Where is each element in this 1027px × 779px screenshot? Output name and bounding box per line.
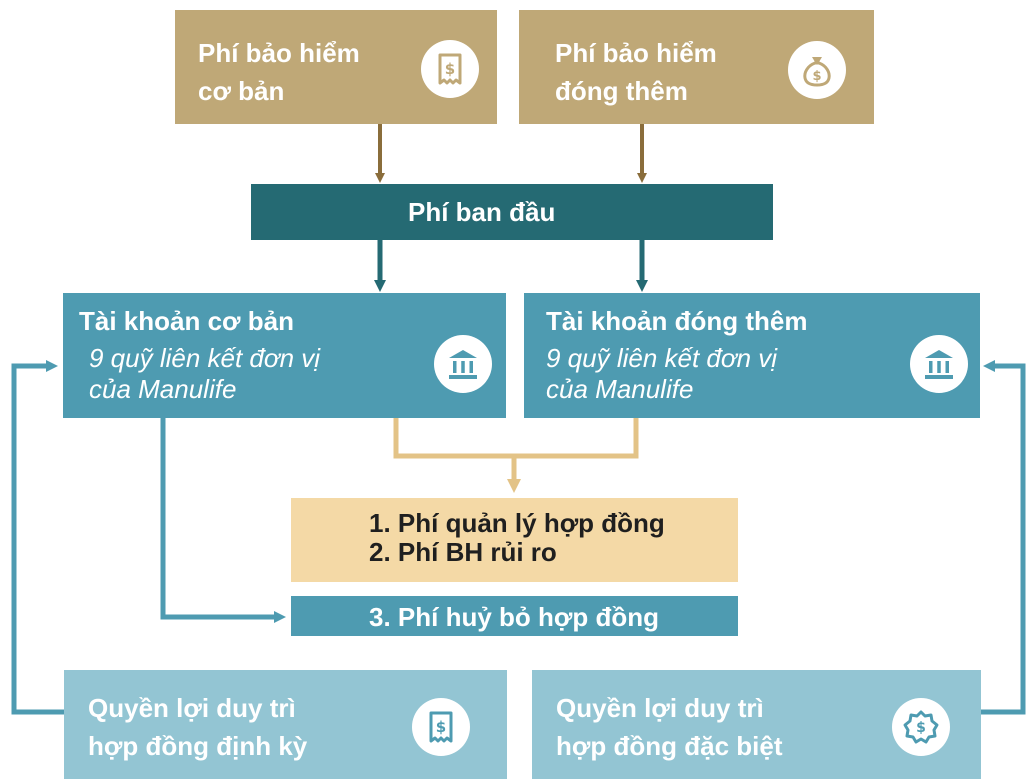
topup-account-title: Tài khoản đóng thêm xyxy=(546,306,808,336)
svg-text:$: $ xyxy=(436,718,446,736)
money-bag-icon: $ xyxy=(788,41,846,99)
badge-dollar-icon: $ xyxy=(892,698,950,756)
initial-fee-label: Phí ban đầu xyxy=(408,197,556,227)
periodic-benefit-box: Quyền lợi duy trì hợp đồng định kỳ $ xyxy=(64,670,507,779)
special-benefit-label: Quyền lợi duy trì hợp đồng đặc biệt xyxy=(556,693,783,761)
surrender-fee-box: 3. Phí huỷ bỏ hợp đồng xyxy=(291,596,738,636)
fees-box: 1. Phí quản lý hợp đồng 2. Phí BH rủi ro xyxy=(291,498,738,582)
special-benefit-box: Quyền lợi duy trì hợp đồng đặc biệt $ xyxy=(532,670,981,779)
receipt-dollar-icon: $ xyxy=(412,698,470,756)
fee-risk-insurance: 2. Phí BH rủi ro xyxy=(369,537,557,567)
fee-contract-management: 1. Phí quản lý hợp đồng xyxy=(369,508,665,538)
topup-premium-label: Phí bảo hiểm đóng thêm xyxy=(555,38,717,106)
arrow-accounts-to-fees xyxy=(393,418,639,486)
fee-surrender: 3. Phí huỷ bỏ hợp đồng xyxy=(369,602,660,632)
basic-account-box: Tài khoản cơ bản 9 quỹ liên kết đơn vị c… xyxy=(63,293,506,418)
periodic-benefit-label: Quyền lợi duy trì hợp đồng định kỳ xyxy=(88,693,308,761)
initial-fee-box: Phí ban đầu xyxy=(251,184,773,240)
bank-icon xyxy=(434,335,492,393)
bank-icon xyxy=(910,335,968,393)
basic-premium-label: Phí bảo hiểm cơ bản xyxy=(198,38,360,106)
arrow-periodic-benefit-to-basic-account xyxy=(11,360,64,715)
arrow-special-benefit-to-topup-account xyxy=(981,360,1026,715)
topup-account-subtitle: 9 quỹ liên kết đơn vị của Manulife xyxy=(546,343,778,404)
topup-premium-box: Phí bảo hiểm đóng thêm $ xyxy=(519,10,874,124)
svg-text:$: $ xyxy=(445,60,455,78)
basic-account-title: Tài khoản cơ bản xyxy=(79,306,294,336)
topup-account-box: Tài khoản đóng thêm 9 quỹ liên kết đơn v… xyxy=(524,293,980,418)
receipt-dollar-icon: $ xyxy=(421,40,479,98)
basic-account-subtitle: 9 quỹ liên kết đơn vị của Manulife xyxy=(89,343,321,404)
svg-text:$: $ xyxy=(812,69,821,84)
basic-premium-box: Phí bảo hiểm cơ bản $ xyxy=(175,10,497,124)
svg-text:$: $ xyxy=(916,720,926,736)
arrow-basic-account-to-fee-3 xyxy=(160,418,286,623)
